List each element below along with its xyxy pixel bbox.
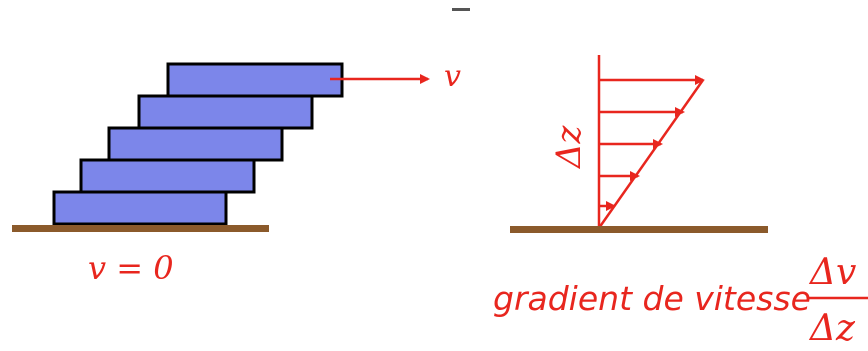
ground-velocity-label: v = 0: [88, 249, 174, 287]
top-mark: [452, 8, 470, 11]
fraction-denominator: Δz: [808, 308, 856, 349]
right-ground: [510, 226, 768, 233]
layer-3: [107, 126, 284, 162]
left-ground: [12, 225, 269, 232]
velocity-label: v: [444, 59, 461, 94]
layer-4: [137, 94, 314, 130]
layer-1: [52, 190, 228, 226]
gradient-label: gradient de vitesse: [493, 279, 811, 318]
velocity-profile: [597, 55, 705, 229]
fraction-numerator: Δv: [808, 252, 856, 293]
layer-2: [79, 158, 256, 194]
layer-5: [166, 62, 344, 98]
profile-envelope: [597, 79, 705, 229]
stacked-layers: [52, 62, 344, 226]
height-label: Δz: [549, 124, 589, 170]
